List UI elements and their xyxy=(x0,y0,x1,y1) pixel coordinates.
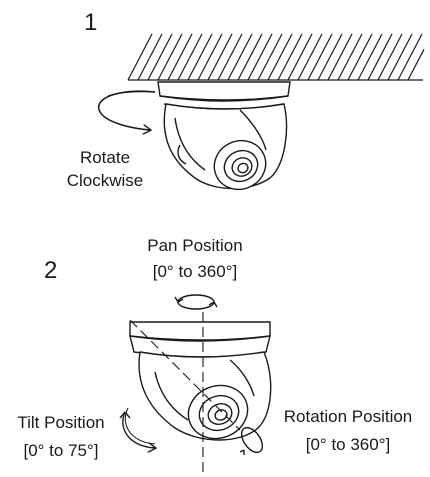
rotate-label-line2: Clockwise xyxy=(66,171,144,190)
tilt-title: Tilt Position xyxy=(17,413,105,432)
hatch-line xyxy=(177,33,203,81)
step-1-number: 1 xyxy=(84,9,98,36)
hatch-line xyxy=(157,33,183,81)
hatch-line xyxy=(367,33,393,81)
hatch-line xyxy=(137,33,163,81)
hatch-line xyxy=(377,33,403,81)
dome-camera-step2 xyxy=(129,321,272,441)
hatch-line xyxy=(297,33,323,81)
hatch-line xyxy=(247,33,273,81)
rotation-title: Rotation Position xyxy=(283,407,413,426)
axis-lines xyxy=(129,312,241,474)
hatch-line xyxy=(167,33,193,81)
pan-position-label: Pan Position [0° to 360°] xyxy=(120,236,270,282)
hatch-line xyxy=(197,33,223,81)
hatch-line xyxy=(207,33,233,81)
tilt-position-label: Tilt Position [0° to 75°] xyxy=(6,413,116,461)
hatch-line xyxy=(407,49,425,81)
hatch-line xyxy=(147,33,173,81)
hatch-line xyxy=(257,33,283,81)
dome-camera-step1 xyxy=(157,81,291,191)
rotation-range: [0° to 360°] xyxy=(305,435,391,454)
hatch-line xyxy=(287,33,313,81)
hatch-line xyxy=(187,33,213,81)
tilt-arrow-icon xyxy=(119,407,155,448)
rotate-clockwise-label: Rotate Clockwise xyxy=(50,148,160,191)
step-2-number: 2 xyxy=(44,257,58,284)
rotate-label-line1: Rotate xyxy=(79,148,131,167)
hatch-line xyxy=(237,33,263,81)
pan-title: Pan Position xyxy=(147,236,243,255)
ceiling-hatch xyxy=(127,33,425,81)
curved-arrow-icon xyxy=(97,90,156,130)
hatch-line xyxy=(277,33,303,81)
tilt-range: [0° to 75°] xyxy=(23,441,99,460)
hatch-line xyxy=(127,33,153,81)
hatch-line xyxy=(317,33,343,81)
rotation-position-label: Rotation Position [0° to 360°] xyxy=(268,407,428,455)
pan-arrow-icon xyxy=(174,294,218,310)
hatch-line xyxy=(227,33,253,81)
hatch-line xyxy=(337,33,363,81)
pan-range: [0° to 360°] xyxy=(152,262,238,281)
hatch-line xyxy=(267,33,293,81)
hatch-line xyxy=(217,33,243,81)
hatch-line xyxy=(357,33,383,81)
hatch-line xyxy=(397,33,423,81)
hatch-line xyxy=(347,33,373,81)
hatch-line xyxy=(307,33,333,81)
rotation-arrow-icon xyxy=(239,426,264,455)
hatch-line xyxy=(327,33,353,81)
hatch-line xyxy=(387,33,413,81)
